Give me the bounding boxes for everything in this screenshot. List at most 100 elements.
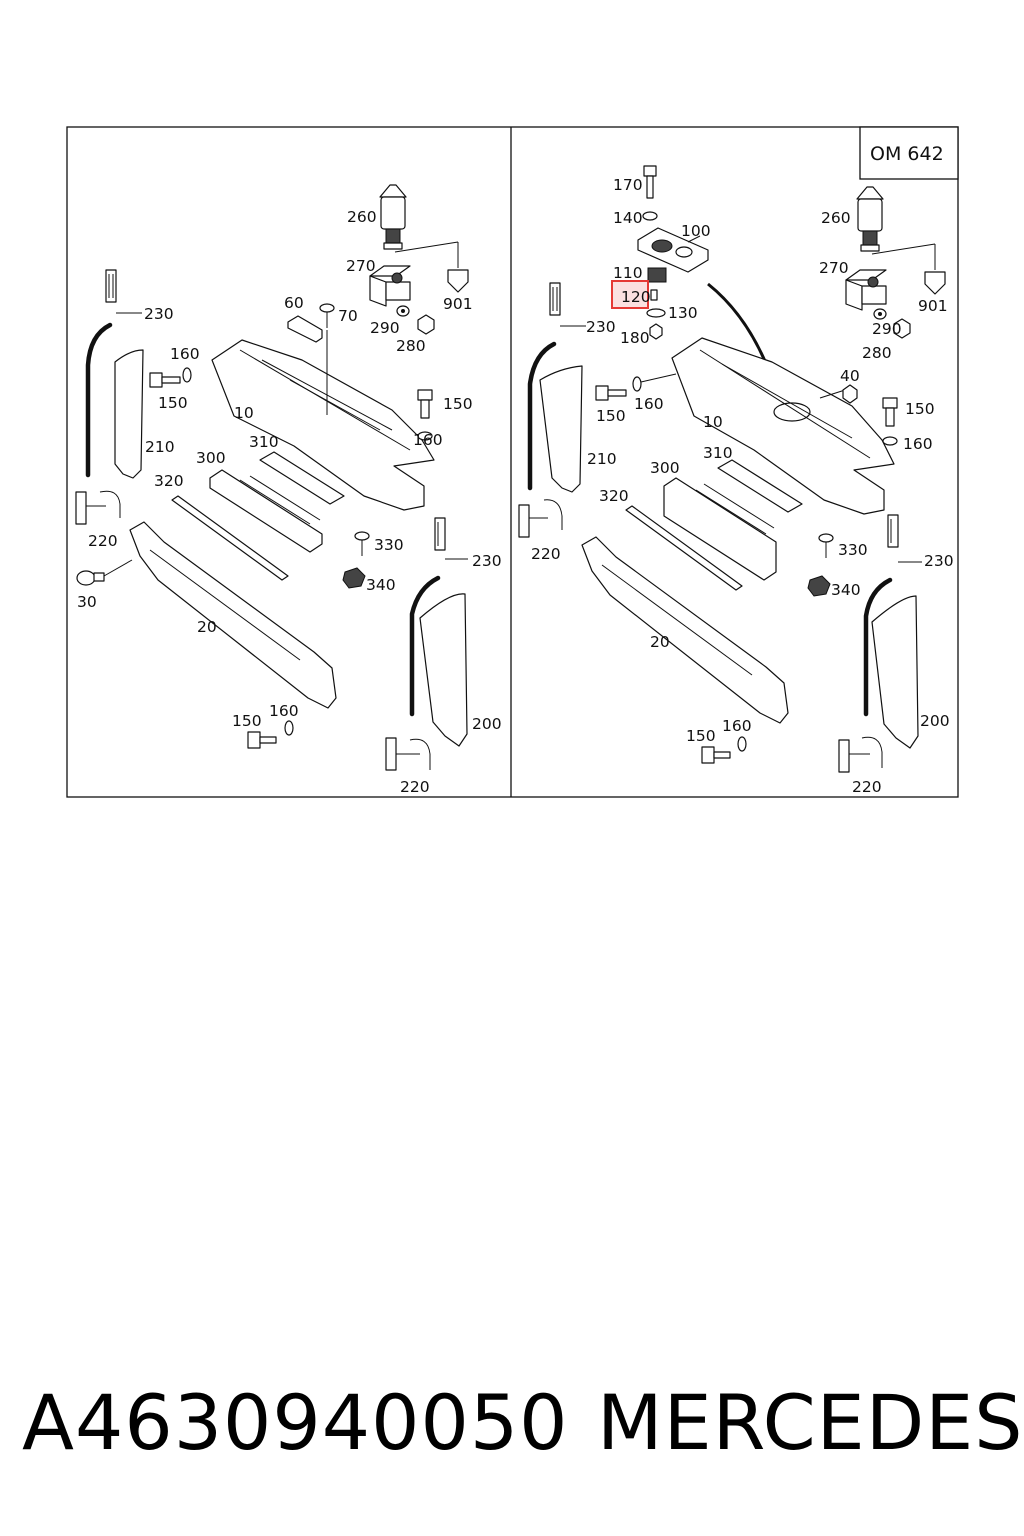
part-150-bolt-bottom [247,731,277,749]
part-10-carrier-right [671,337,895,515]
part-330-screw-right [818,533,834,558]
left-label-310: 310 [249,433,279,451]
left-label-260: 260 [347,208,377,226]
right-label-230: 230 [924,552,954,570]
left-label-340: 340 [366,576,396,594]
left-label-220: 220 [400,778,430,796]
brand-name: MERCEDES [597,1378,1024,1467]
right-label-290: 290 [872,320,902,338]
footer: A4630940050 MERCEDES [0,1368,1024,1478]
right-label-220: 220 [531,545,561,563]
part-10-carrier [211,339,435,511]
part-160-washer-r3 [737,736,747,752]
right-label-110: 110 [613,264,643,282]
left-label-150: 150 [158,394,188,412]
part-20-lower-arm-right [581,536,789,724]
engine-label-box [859,126,959,180]
part-180-nut [649,323,663,340]
left-label-10: 10 [234,404,254,422]
part-230-seal-right [434,517,446,551]
left-label-160: 160 [170,345,200,363]
part-310-gasket-right [717,459,803,513]
left-label-330: 330 [374,536,404,554]
right-label-340: 340 [831,581,861,599]
left-label-210: 210 [145,438,175,456]
part-120-sleeve [650,289,658,301]
right-label-160: 160 [903,435,933,453]
right-label-150: 150 [686,727,716,745]
left-label-200: 200 [472,715,502,733]
right-part-labels: 1701401002601101201301802709012902802304… [531,176,954,796]
right-label-220: 220 [852,778,882,796]
left-label-300: 300 [196,449,226,467]
right-label-20: 20 [650,633,670,651]
right-label-310: 310 [703,444,733,462]
left-label-70: 70 [338,307,358,325]
part-260-mount-stud [379,184,407,250]
left-label-290: 290 [370,319,400,337]
part-150-bolt-right [417,389,433,419]
right-label-140: 140 [613,209,643,227]
left-part-labels: 2602709012902806070230160150102101501603… [77,208,502,796]
right-label-40: 40 [840,367,860,385]
part-320-strip [171,495,289,581]
right-label-901: 901 [918,297,948,315]
left-label-160: 160 [269,702,299,720]
right-label-320: 320 [599,487,629,505]
part-200-panel [419,593,468,747]
left-label-60: 60 [284,294,304,312]
right-label-160: 160 [722,717,752,735]
part-340-nut [342,567,366,589]
part-100-mount-plate [637,227,709,273]
right-label-170: 170 [613,176,643,194]
part-160-washer-right [417,431,433,441]
part-330-screw [354,531,370,556]
part-260-mount-stud-right [856,186,884,252]
part-310-gasket [259,451,345,505]
part-300-filter-right [663,477,777,581]
left-label-220: 220 [88,532,118,550]
highlight-box-120 [611,280,649,309]
right-label-150: 150 [905,400,935,418]
left-label-150: 150 [232,712,262,730]
part-320-strip-right [625,505,743,591]
right-label-120: 120 [621,288,651,306]
right-panel [518,165,946,773]
part-270-bracket [369,265,411,307]
part-210-panel-right [539,365,583,493]
part-160-washer-r [632,376,642,392]
part-150-bolt [149,372,181,388]
right-label-210: 210 [587,450,617,468]
part-210-panel [114,349,144,479]
part-170-bolt [643,165,657,199]
left-label-230: 230 [472,552,502,570]
left-label-150: 150 [443,395,473,413]
part-140-washer [642,211,658,221]
right-label-300: 300 [650,459,680,477]
right-label-330: 330 [838,541,868,559]
part-160-washer-r2 [882,436,898,446]
part-200-panel-right [871,595,919,749]
diagram-frame [66,126,959,798]
left-label-270: 270 [346,257,376,275]
right-label-270: 270 [819,259,849,277]
part-220-clip [75,490,121,525]
part-220-clip-r2 [838,736,883,773]
left-label-30: 30 [77,593,97,611]
parts-diagram: OM 642 [66,126,959,798]
left-label-20: 20 [197,618,217,636]
part-110-rubber [647,267,667,283]
part-230-seal-r2 [887,514,899,548]
part-20-lower-arm [129,521,337,709]
left-label-320: 320 [154,472,184,490]
part-150-bolt-r2 [882,397,898,427]
part-220-clip-r [518,499,563,538]
engine-label: OM 642 [870,143,944,165]
part-60-clip [287,315,323,343]
right-label-280: 280 [862,344,892,362]
part-40-nut [842,384,858,404]
right-label-260: 260 [821,209,851,227]
part-30-knob [76,570,105,586]
part-280-nut-right [893,318,911,339]
part-number: A4630940050 [22,1378,569,1467]
